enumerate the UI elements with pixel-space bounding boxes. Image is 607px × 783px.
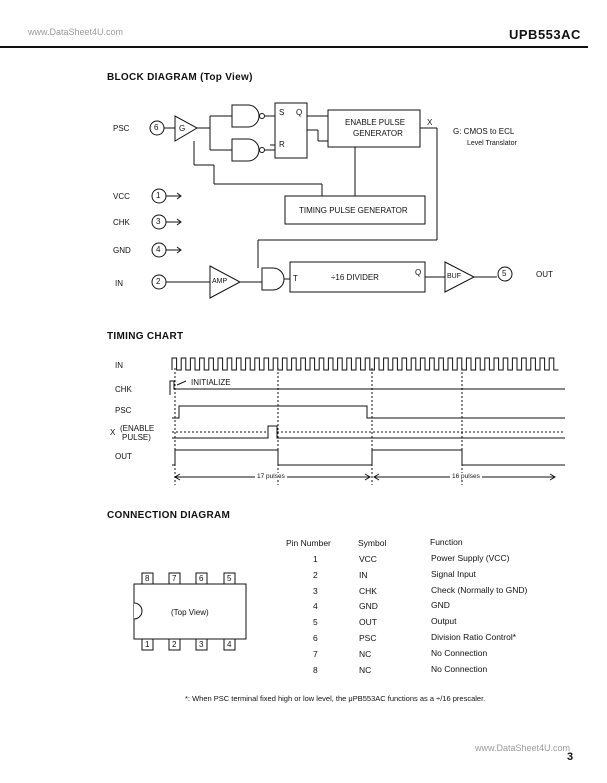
row-7-pin: 7 bbox=[313, 649, 318, 659]
timing-chk-label: CHK bbox=[115, 385, 132, 394]
buf-label: BUF bbox=[447, 273, 461, 280]
x-output-label: X bbox=[427, 118, 433, 127]
timing-chart-title: TIMING CHART bbox=[107, 331, 184, 342]
row-7-function: No Connection bbox=[431, 648, 488, 658]
nand-gate-upper bbox=[231, 104, 260, 128]
translator-note-line2: Level Translator bbox=[467, 140, 517, 147]
timing-x-line2: PULSE) bbox=[122, 433, 151, 442]
pin-5-number: 5 bbox=[502, 269, 507, 278]
row-8-function: No Connection bbox=[431, 664, 488, 674]
page-number: 3 bbox=[567, 751, 574, 763]
dip-notch bbox=[133, 602, 143, 620]
amp-label: AMP bbox=[212, 278, 228, 285]
row-5-pin: 5 bbox=[313, 617, 318, 627]
psc-pin-label: PSC bbox=[113, 124, 130, 133]
row-5-symbol: OUT bbox=[359, 617, 377, 627]
pin-2-number: 2 bbox=[156, 277, 161, 286]
translator-note-line1: G: CMOS to ECL bbox=[453, 127, 515, 136]
g-label: G bbox=[179, 124, 186, 133]
ff-s-label: S bbox=[279, 108, 285, 117]
dip-top-view-label: (Top View) bbox=[171, 608, 209, 617]
dip-bottom-pin-3: 3 bbox=[199, 640, 204, 649]
dip-bottom-pin-2: 2 bbox=[172, 640, 177, 649]
enable-gen-line2: GENERATOR bbox=[353, 129, 403, 138]
row-5-function: Output bbox=[431, 616, 457, 626]
row-2-symbol: IN bbox=[359, 570, 368, 580]
watermark-bottom: www.DataSheet4U.com bbox=[475, 743, 571, 753]
row-8-symbol: NC bbox=[359, 665, 372, 675]
dip-top-pin-6: 6 bbox=[199, 574, 204, 583]
gnd-pin-label: GND bbox=[113, 246, 131, 255]
row-1-pin: 1 bbox=[313, 554, 318, 564]
dip-top-pin-8: 8 bbox=[145, 574, 150, 583]
x-enable-waveform bbox=[172, 425, 565, 439]
ff-q-label: Q bbox=[296, 108, 303, 117]
and-gate-divider bbox=[261, 267, 285, 291]
chk-pin-label: CHK bbox=[113, 218, 130, 227]
dip-bottom-pin-4: 4 bbox=[227, 640, 232, 649]
row-6-pin: 6 bbox=[313, 633, 318, 643]
timing-psc-label: PSC bbox=[115, 406, 132, 415]
pin-1-number: 1 bbox=[156, 191, 161, 200]
row-1-symbol: VCC bbox=[359, 554, 377, 564]
block-diagram-title: BLOCK DIAGRAM (Top View) bbox=[107, 72, 253, 83]
pin-3-number: 3 bbox=[156, 217, 161, 226]
divider-label: ÷16 DIVIDER bbox=[331, 273, 379, 282]
interval-17-label: 17 pulses bbox=[255, 473, 287, 480]
row-2-function: Signal Input bbox=[431, 569, 476, 579]
ff-r-label: R bbox=[279, 140, 285, 149]
row-3-pin: 3 bbox=[313, 586, 318, 596]
out-waveform bbox=[172, 449, 565, 466]
row-7-symbol: NC bbox=[359, 649, 372, 659]
row-6-function: Division Ratio Control* bbox=[431, 632, 517, 642]
connection-diagram-title: CONNECTION DIAGRAM bbox=[107, 510, 231, 521]
dip-top-pin-5: 5 bbox=[227, 574, 232, 583]
symbol-header: Symbol bbox=[358, 538, 387, 548]
pin-6-number: 6 bbox=[154, 123, 159, 132]
row-6-symbol: PSC bbox=[359, 633, 377, 643]
row-4-pin: 4 bbox=[313, 601, 318, 611]
initialize-label: INITIALIZE bbox=[191, 378, 231, 387]
dip-bottom-pin-1: 1 bbox=[145, 640, 150, 649]
row-8-pin: 8 bbox=[313, 665, 318, 675]
timing-x-line1: (ENABLE bbox=[120, 424, 155, 433]
in-pin-label: IN bbox=[115, 279, 123, 288]
dip-top-pin-7: 7 bbox=[172, 574, 177, 583]
timing-out-label: OUT bbox=[115, 452, 132, 461]
divider-q-label: Q bbox=[415, 268, 422, 277]
row-4-symbol: GND bbox=[359, 601, 378, 611]
timing-gen-label: TIMING PULSE GENERATOR bbox=[299, 206, 408, 215]
out-pin-label: OUT bbox=[536, 270, 553, 279]
function-header: Function bbox=[430, 537, 463, 547]
row-1-function: Power Supply (VCC) bbox=[431, 553, 510, 563]
psc-waveform bbox=[172, 405, 565, 419]
timing-in-label: IN bbox=[115, 361, 123, 370]
row-4-function: GND bbox=[431, 600, 450, 610]
row-3-symbol: CHK bbox=[359, 586, 377, 596]
vcc-pin-label: VCC bbox=[113, 192, 130, 201]
interval-16-label: 16 pulses bbox=[450, 473, 482, 480]
watermark-top: www.DataSheet4U.com bbox=[28, 27, 124, 37]
part-number-header: UPB553AC bbox=[509, 27, 581, 42]
pin-4-number: 4 bbox=[156, 245, 161, 254]
enable-gen-line1: ENABLE PULSE bbox=[345, 118, 406, 127]
pin-number-header: Pin Number bbox=[286, 538, 331, 548]
header-rule bbox=[0, 46, 588, 48]
row-2-pin: 2 bbox=[313, 570, 318, 580]
nand-gate-lower bbox=[231, 138, 260, 162]
timing-x-prefix: X bbox=[110, 428, 116, 437]
footnote: *: When PSC terminal fixed high or low l… bbox=[185, 694, 486, 703]
in-clock-waveform bbox=[171, 357, 559, 371]
row-3-function: Check (Normally to GND) bbox=[431, 585, 528, 595]
divider-t-label: T bbox=[293, 274, 298, 283]
